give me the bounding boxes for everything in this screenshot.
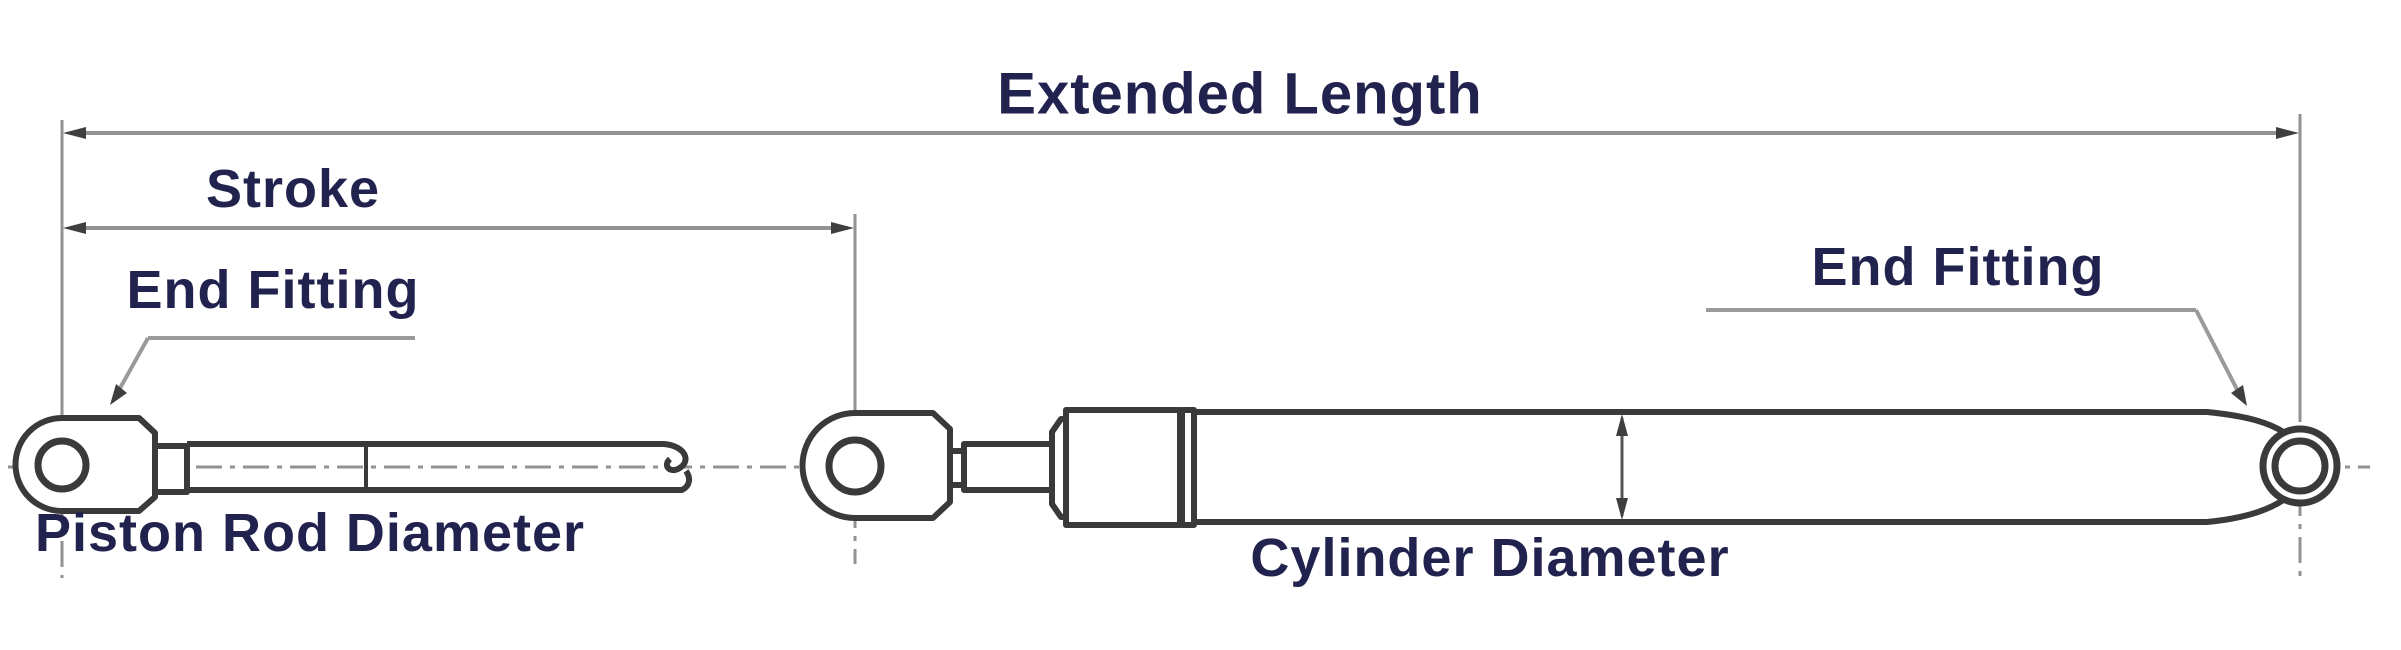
cylinder-diameter-indicator	[1616, 414, 1628, 520]
cylinder-assembly	[799, 407, 2341, 528]
left-eyelet-hole	[34, 437, 90, 493]
stroke-arrow-right	[831, 222, 854, 234]
end-fitting-right-leader-arrow	[2231, 385, 2247, 406]
end-fitting-leader-right	[1706, 308, 2247, 406]
end-fitting-right-leader-line	[2194, 309, 2244, 400]
extended-length-arrow-right	[2276, 127, 2299, 139]
piston-rod-diameter-label: Piston Rod Diameter	[34, 503, 586, 563]
end-fitting-label-left: End Fitting	[126, 260, 420, 320]
end-fitting-label-right: End Fitting	[1811, 237, 2105, 297]
extended-length-arrow-left	[63, 127, 86, 139]
right-eyelet-hole	[2271, 437, 2329, 495]
piston-rod-assembly	[12, 415, 693, 514]
stroke-label: Stroke	[205, 159, 381, 219]
cylinder-diameter-arrow-down	[1616, 498, 1628, 520]
extended-length-label: Extended Length	[997, 61, 1483, 127]
middle-eyelet-hole	[825, 436, 885, 496]
stroke-dimension	[63, 222, 854, 234]
end-fitting-leader-left	[110, 336, 415, 405]
rod-stub	[961, 441, 1055, 493]
extended-length-dimension	[63, 127, 2299, 139]
stroke-arrow-left	[63, 222, 86, 234]
rod-guide-collar	[1063, 407, 1183, 528]
end-fitting-left-leader-arrow	[110, 384, 127, 405]
cylinder-diameter-label: Cylinder Diameter	[1250, 528, 1730, 588]
cylinder-diameter-arrow-up	[1616, 414, 1628, 436]
cylinder-tube	[1191, 409, 2303, 525]
rod-connector-block	[152, 443, 190, 495]
